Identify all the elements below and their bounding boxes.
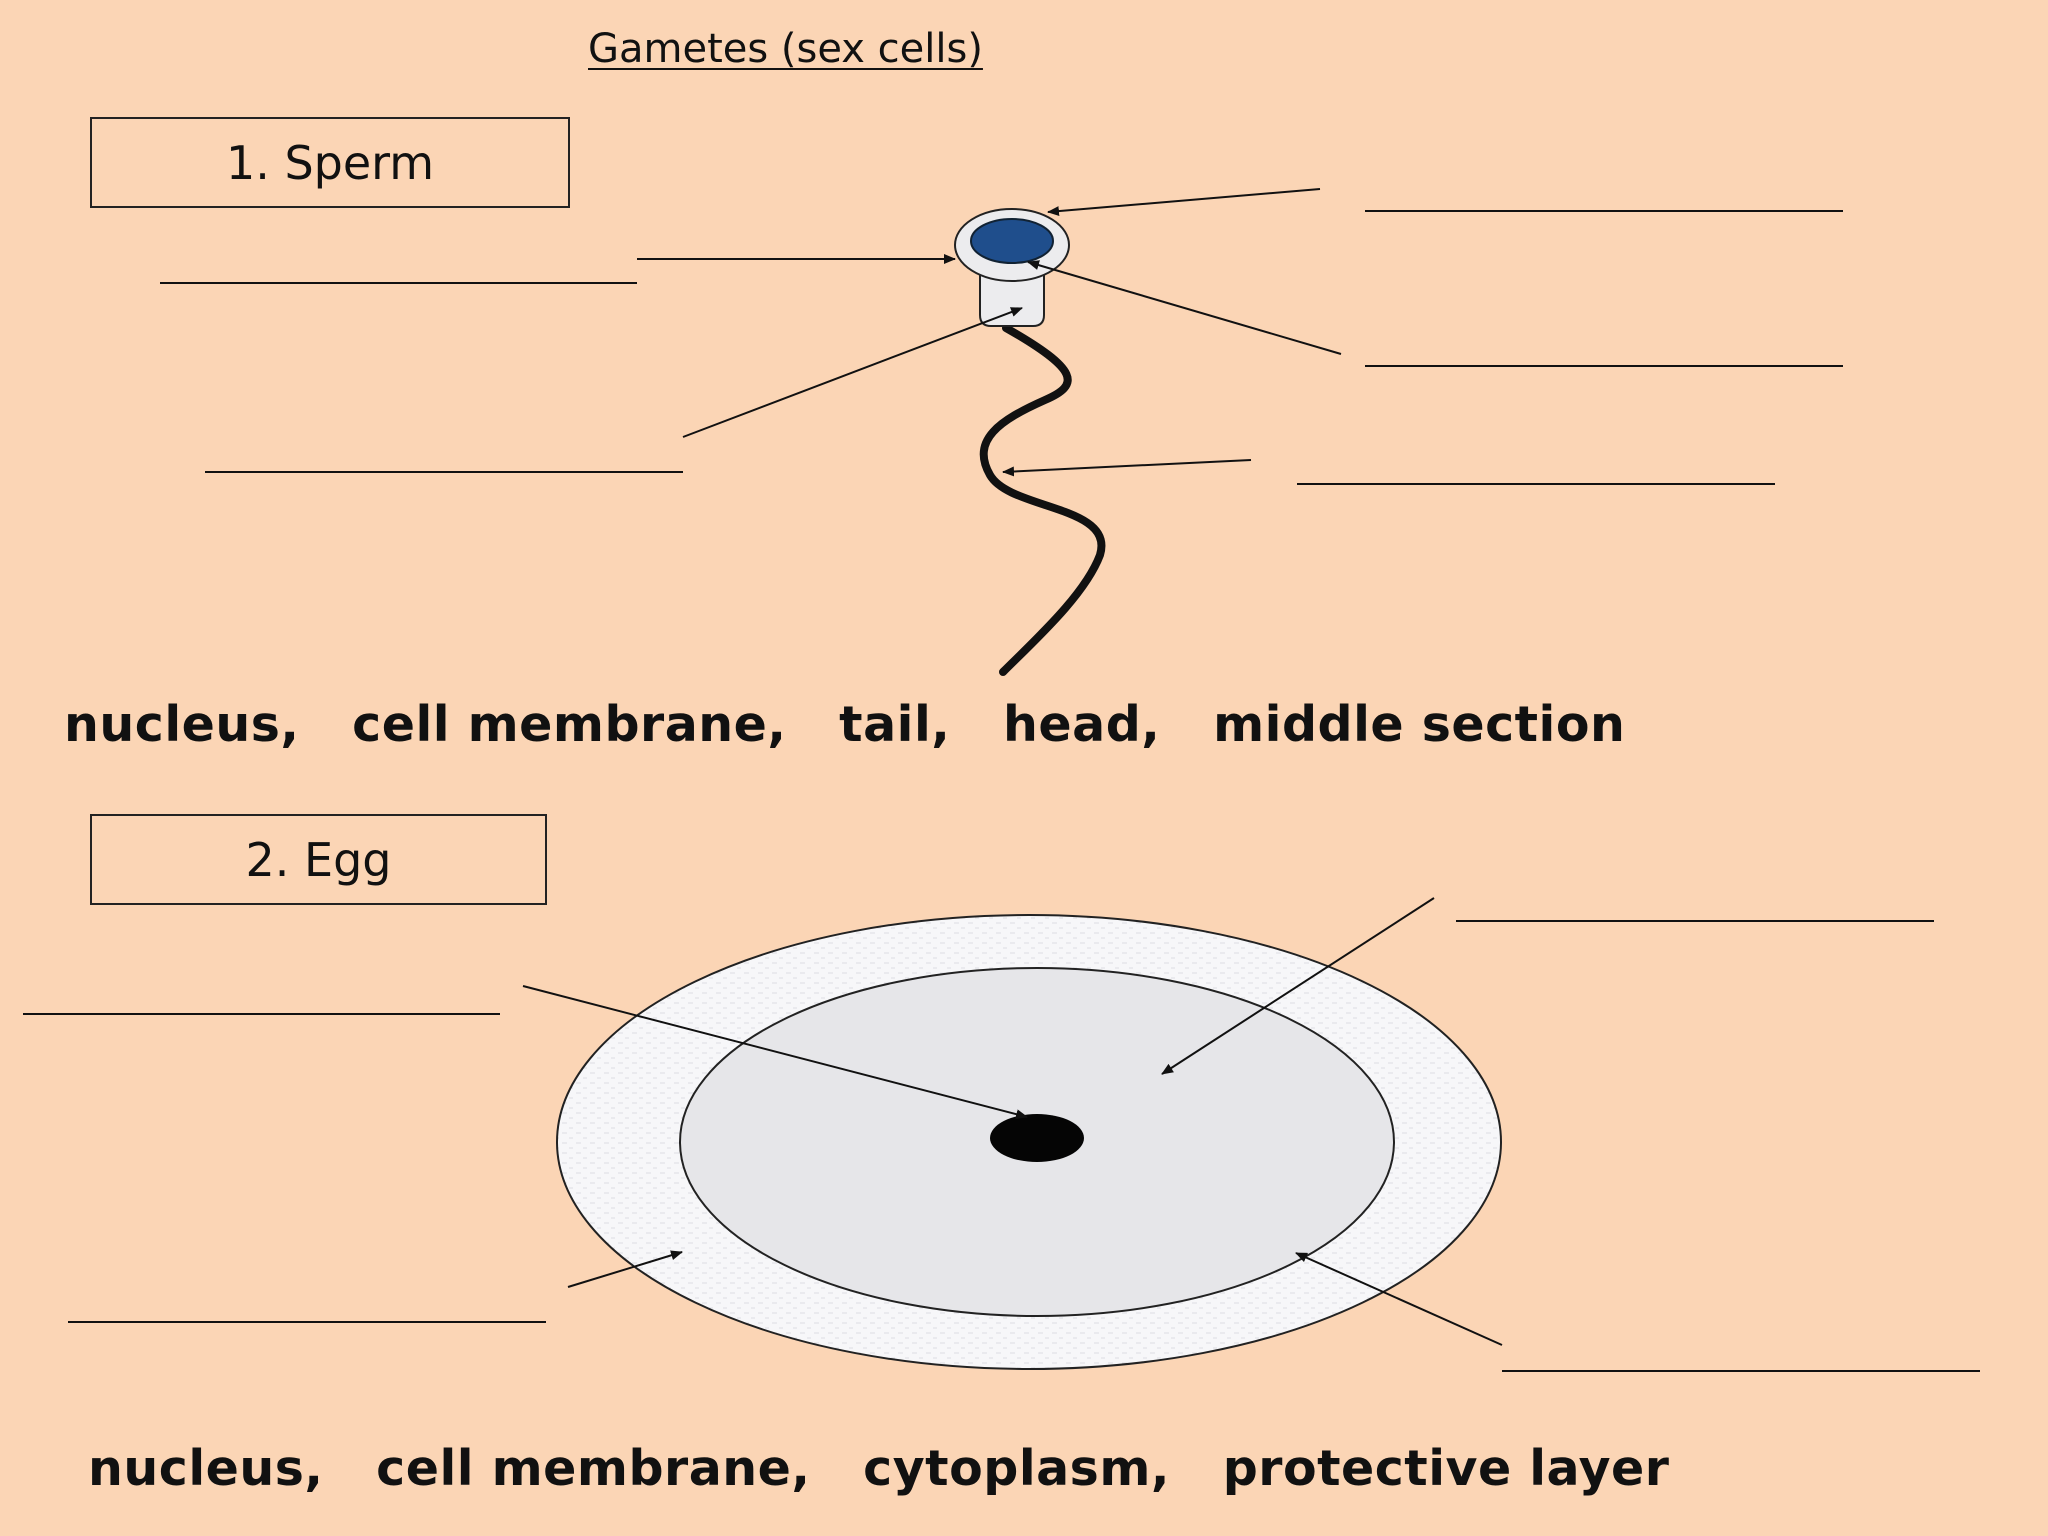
egg-word-bank: nucleus, cell membrane, cytoplasm, prote… [88, 1440, 1670, 1497]
arrow-to-sperm-membrane [1047, 188, 1321, 217]
arrow-to-sperm-nucleus [1027, 260, 1342, 355]
sperm-cell [954, 208, 1106, 676]
arrow-to-egg-cytoplasm [1161, 897, 1435, 1075]
egg-label-lines [23, 920, 1980, 1372]
arrow-to-egg-nucleus [522, 985, 1028, 1120]
sperm-arrows [637, 188, 1342, 477]
egg-cell [556, 914, 1502, 1370]
arrow-to-egg-cell-membrane [1295, 1252, 1503, 1346]
sperm-label-lines [160, 210, 1843, 485]
egg-title-label: 2. Egg [245, 832, 392, 887]
sperm-word-bank: nucleus, cell membrane, tail, head, midd… [64, 696, 1626, 753]
egg-nucleus [990, 1114, 1084, 1162]
sperm-middle-section [979, 267, 1045, 327]
egg-arrows [522, 897, 1503, 1346]
arrow-to-sperm-tail [1002, 459, 1252, 477]
sperm-nucleus [970, 218, 1054, 264]
sperm-title-box: 1. Sperm [90, 117, 570, 208]
arrow-to-egg-protective-layer [567, 1250, 683, 1288]
sperm-title-label: 1. Sperm [225, 135, 435, 190]
sperm-tail [979, 324, 1106, 676]
egg-title-box: 2. Egg [90, 814, 547, 905]
page-title: Gametes (sex cells) [588, 26, 983, 72]
arrow-to-sperm-middle-section [682, 307, 1023, 438]
